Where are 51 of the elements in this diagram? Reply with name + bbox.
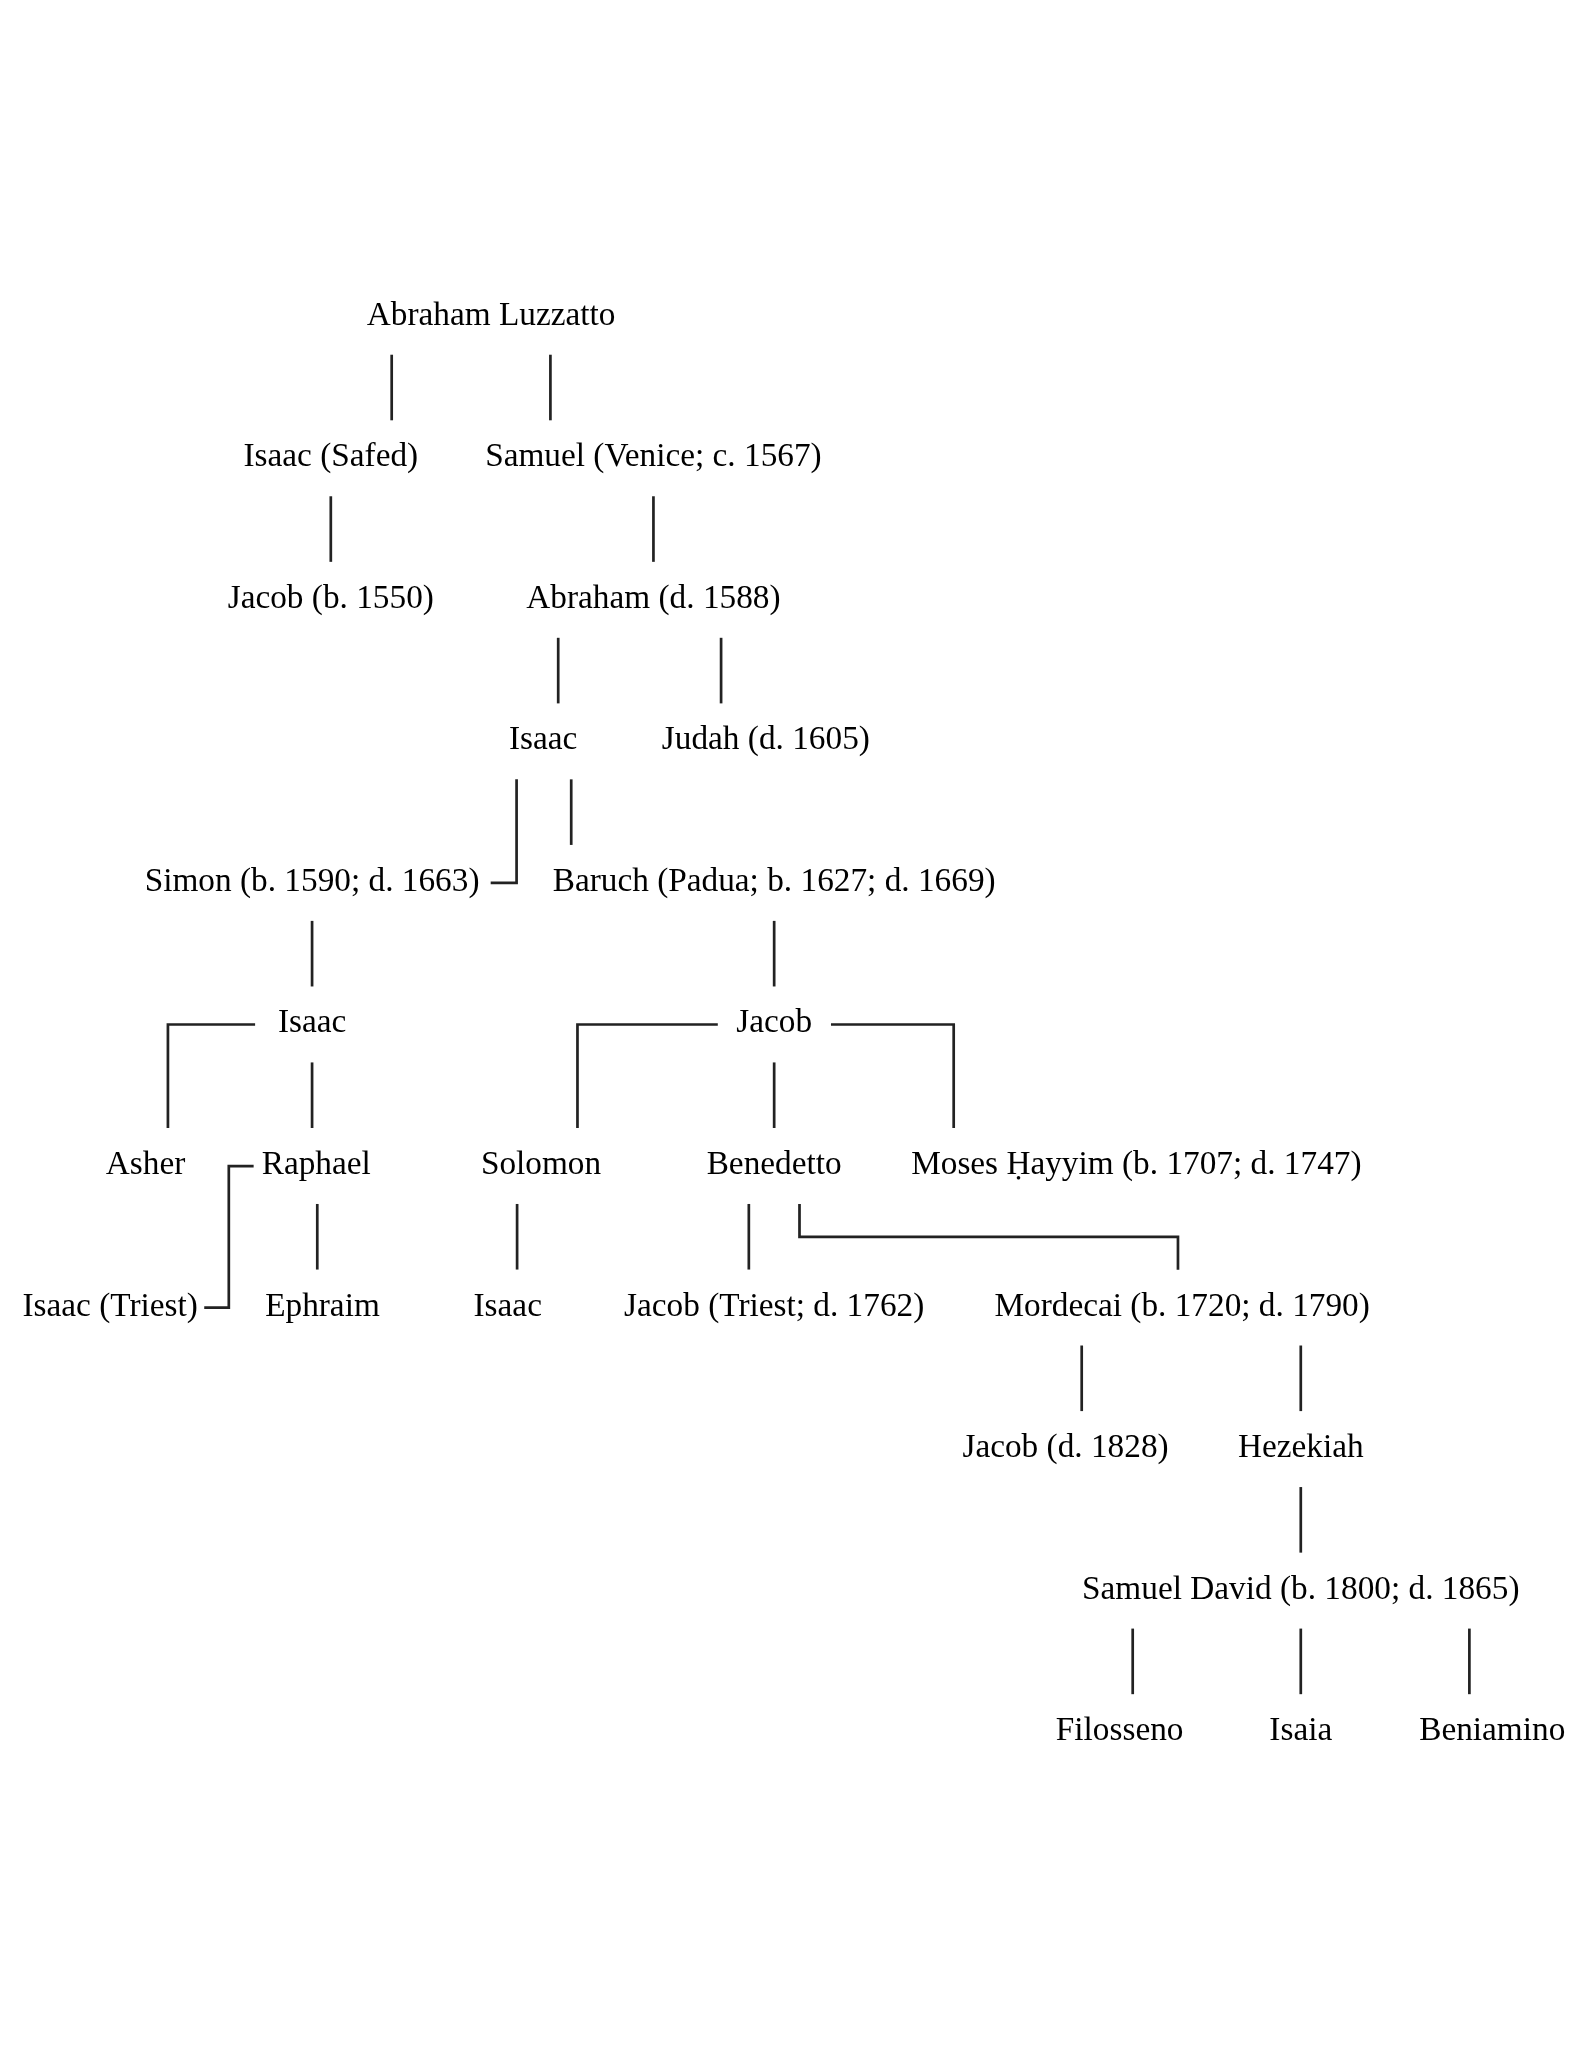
connector bbox=[569, 778, 573, 845]
connector bbox=[315, 1203, 319, 1270]
connector bbox=[772, 920, 776, 986]
node-text: Abraham (d. 1588) bbox=[526, 577, 781, 615]
connector bbox=[390, 354, 394, 420]
connector bbox=[556, 637, 560, 703]
node-text: Moses Ḥayyim (b. 1707; d. 1747) bbox=[911, 1143, 1362, 1181]
node-text: Isaia bbox=[1269, 1709, 1333, 1747]
node-text: Jacob bbox=[736, 1001, 813, 1039]
node-text: Samuel David (b. 1800; d. 1865) bbox=[1082, 1568, 1520, 1606]
node-text: Isaac bbox=[508, 718, 578, 756]
node-text: Beniamino bbox=[1419, 1709, 1566, 1747]
node-text: Judah (d. 1605) bbox=[661, 718, 870, 756]
connector bbox=[310, 1061, 314, 1128]
connector bbox=[1080, 1345, 1084, 1411]
connector bbox=[772, 1061, 776, 1128]
node-text: Benedetto bbox=[706, 1143, 842, 1181]
connector bbox=[798, 1203, 1180, 1270]
connector bbox=[1299, 1628, 1303, 1694]
node-text: Isaac bbox=[277, 1001, 347, 1039]
node-text: Isaac (Safed) bbox=[243, 435, 419, 473]
connector bbox=[310, 920, 314, 986]
connector bbox=[830, 1022, 956, 1128]
node-text: Solomon bbox=[480, 1143, 602, 1181]
connector bbox=[719, 637, 723, 703]
node-text: Samuel (Venice; c. 1567) bbox=[485, 435, 822, 473]
connector bbox=[549, 354, 552, 420]
node-text: Jacob (b. 1550) bbox=[227, 577, 434, 615]
node-text: Asher bbox=[105, 1143, 186, 1181]
node-text: Mordecai (b. 1720; d. 1790) bbox=[994, 1284, 1370, 1322]
node-text: Jacob (Triest; d. 1762) bbox=[624, 1284, 925, 1322]
connector bbox=[1299, 1345, 1303, 1411]
node-text: Hezekiah bbox=[1237, 1426, 1364, 1464]
node-text: Ephraim bbox=[265, 1284, 380, 1322]
node-text: Filosseno bbox=[1055, 1709, 1184, 1747]
node-text: Baruch (Padua; b. 1627; d. 1669) bbox=[552, 860, 996, 898]
connector bbox=[166, 1022, 256, 1128]
connector bbox=[652, 495, 655, 562]
connector bbox=[329, 495, 333, 562]
node-text: Isaac (Triest) bbox=[22, 1284, 198, 1322]
node-text: Jacob (d. 1828) bbox=[962, 1426, 1169, 1464]
node-text: Simon (b. 1590; d. 1663) bbox=[144, 860, 480, 898]
connector bbox=[515, 1203, 519, 1270]
node-text: Raphael bbox=[261, 1143, 371, 1181]
connector bbox=[747, 1203, 751, 1270]
connector bbox=[1131, 1628, 1135, 1694]
node-text: Isaac bbox=[473, 1284, 542, 1322]
connector bbox=[1468, 1628, 1471, 1694]
node-text: Abraham Luzzatto bbox=[366, 294, 616, 332]
connector bbox=[576, 1022, 718, 1128]
connector bbox=[1299, 1486, 1303, 1553]
